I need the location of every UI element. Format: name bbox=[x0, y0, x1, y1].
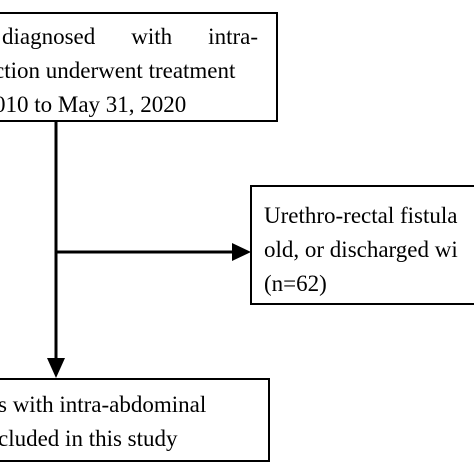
box-line: old, or discharged wi bbox=[264, 237, 458, 262]
box-line: (n=62) bbox=[264, 271, 327, 296]
box-line: Urethro-rectal fistula bbox=[264, 203, 458, 228]
arrowhead-down-icon bbox=[47, 358, 65, 378]
flow-box-included: s with intra-abdominal cluded in this st… bbox=[0, 378, 270, 462]
box-line: diagnosed with intra- bbox=[2, 24, 258, 49]
arrowhead-right-icon bbox=[232, 243, 251, 261]
box-line: s with intra-abdominal bbox=[0, 392, 207, 417]
box-line: cluded in this study bbox=[0, 426, 178, 451]
box-line: 010 to May 31, 2020 bbox=[0, 92, 187, 117]
box-line: ction underwent treatment bbox=[0, 58, 236, 83]
flow-box-excluded: Urethro-rectal fistula old, or discharge… bbox=[250, 185, 474, 305]
flow-box-initial-cohort: diagnosed with intra- ction underwent tr… bbox=[0, 12, 278, 122]
